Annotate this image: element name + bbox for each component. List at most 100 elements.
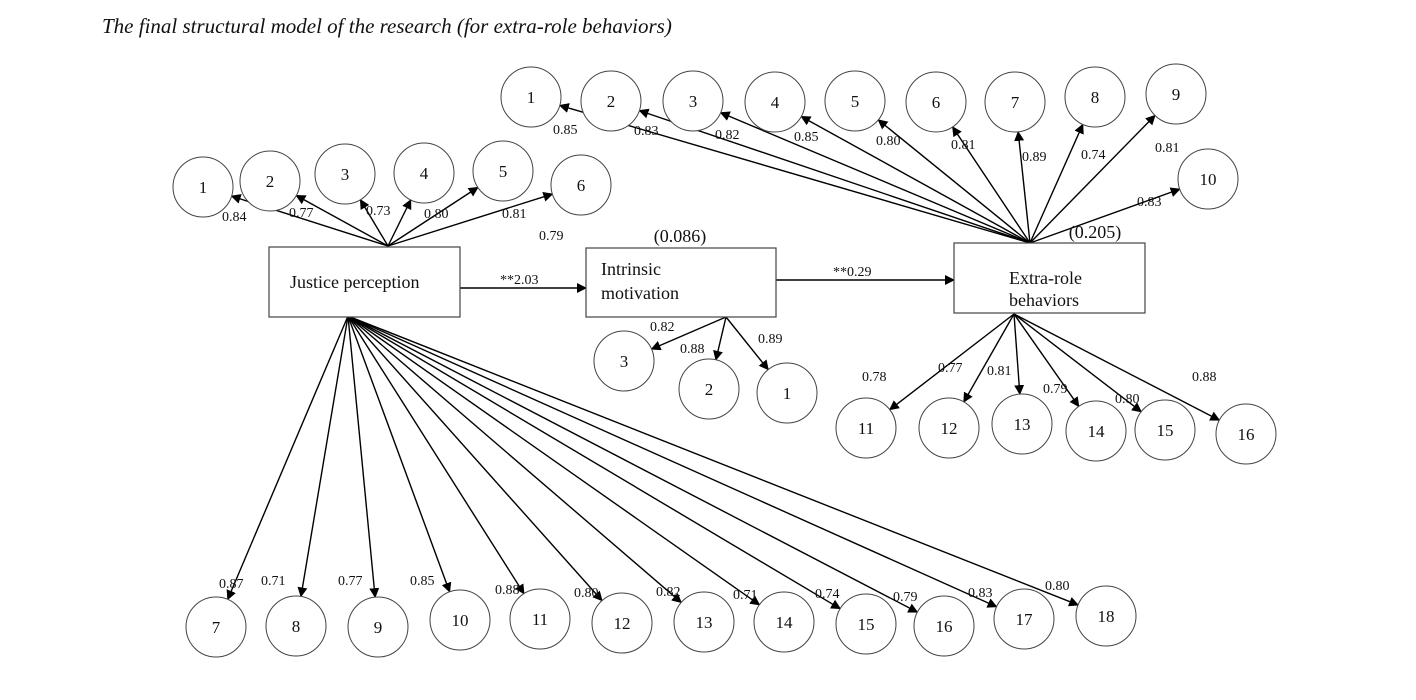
indicator-circle <box>824 70 886 132</box>
indicator-label: 3 <box>689 92 698 111</box>
loading-arrow <box>952 126 1031 244</box>
indicator-circle <box>753 591 815 653</box>
loading-value: 0.88 <box>1192 370 1217 385</box>
indicator-circle <box>913 595 975 657</box>
indicator-label: 11 <box>858 419 874 438</box>
construct-box-extra <box>953 242 1146 314</box>
indicator-label: 11 <box>532 610 548 629</box>
loading-arrow <box>1013 313 1143 413</box>
indicator-label: 16 <box>1238 425 1255 444</box>
construct-label: motivation <box>601 283 679 303</box>
indicator-circle <box>991 393 1053 455</box>
loading-value: 0.83 <box>634 124 659 139</box>
loading-arrow <box>1029 114 1156 244</box>
path-coefficient: **0.29 <box>833 265 872 280</box>
indicator-circle <box>744 71 806 133</box>
loading-arrow <box>1029 187 1181 244</box>
loading-value: 0.79 <box>539 229 564 244</box>
loading-arrow <box>347 315 1080 607</box>
indicator-label: 4 <box>420 164 429 183</box>
indicator-label: 1 <box>527 88 536 107</box>
indicator-circle <box>905 71 967 133</box>
indicator-circle <box>500 66 562 128</box>
indicator-circle <box>678 358 740 420</box>
indicator-label: 17 <box>1016 610 1034 629</box>
loading-arrow <box>963 313 1015 403</box>
r-squared-value: (0.086) <box>654 226 707 247</box>
indicator-label: 12 <box>614 614 631 633</box>
indicator-label: 3 <box>620 352 629 371</box>
loading-value: 0.81 <box>1155 141 1180 156</box>
loading-arrow <box>725 316 769 371</box>
indicator-circle <box>550 154 612 216</box>
indicator-label: 14 <box>776 613 794 632</box>
construct-label: behaviors <box>1009 290 1079 310</box>
construct-label: Justice perception <box>290 272 419 292</box>
loading-arrow <box>297 315 349 598</box>
indicator-label: 1 <box>783 384 792 403</box>
loading-value: 0.80 <box>1045 579 1070 594</box>
indicator-label: 15 <box>858 615 875 634</box>
indicator-label: 14 <box>1088 422 1106 441</box>
loading-arrow <box>359 198 389 247</box>
loading-value: 0.77 <box>338 574 363 589</box>
r-squared-value: (0.205) <box>1069 222 1122 243</box>
indicator-label: 10 <box>1200 170 1217 189</box>
paths-layer <box>226 103 1221 613</box>
loading-arrow <box>719 111 1031 244</box>
loading-arrow <box>1013 313 1221 421</box>
loading-value: 0.88 <box>495 583 520 598</box>
indicator-circle <box>1177 148 1239 210</box>
indicator-label: 2 <box>705 380 714 399</box>
indicator-circle <box>509 588 571 650</box>
loading-arrow <box>347 315 452 593</box>
loading-value: 0.73 <box>366 204 391 219</box>
indicator-label: 5 <box>499 162 508 181</box>
indicator-circle <box>756 362 818 424</box>
indicator-circle <box>835 397 897 459</box>
loading-arrow <box>347 315 761 606</box>
construct-box-intrinsic <box>585 247 777 318</box>
indicator-label: 8 <box>1091 88 1100 107</box>
indicator-circle <box>239 150 301 212</box>
indicator-label: 2 <box>607 92 616 111</box>
indicator-circle <box>472 140 534 202</box>
indicator-circle <box>984 71 1046 133</box>
indicator-circle <box>993 588 1055 650</box>
loading-arrow <box>347 315 525 595</box>
loading-arrow <box>226 315 349 601</box>
loading-value: 0.82 <box>715 128 740 143</box>
indicator-label: 5 <box>851 92 860 111</box>
loading-arrow <box>347 315 683 604</box>
indicator-circle <box>1145 63 1207 125</box>
indicator-label: 15 <box>1157 421 1174 440</box>
loading-arrow <box>347 315 380 599</box>
indicator-circle <box>835 593 897 655</box>
loading-value: 0.80 <box>424 207 449 222</box>
loading-value: 0.89 <box>758 332 783 347</box>
indicator-circle <box>918 397 980 459</box>
loading-arrow <box>558 103 1031 244</box>
loading-value: 0.83 <box>968 586 993 601</box>
loading-value: 0.77 <box>938 361 963 376</box>
loading-value: 0.80 <box>574 586 599 601</box>
construct-box-justice <box>268 246 461 318</box>
construct-label: Extra-role <box>1009 268 1082 288</box>
indicator-circle <box>1065 400 1127 462</box>
loading-value: 0.85 <box>794 130 819 145</box>
indicator-label: 6 <box>932 93 941 112</box>
indicator-circle <box>580 70 642 132</box>
loading-value: 0.78 <box>862 370 887 385</box>
loading-value: 0.81 <box>502 207 527 222</box>
loading-arrow <box>1013 313 1025 396</box>
construct-label: Intrinsic <box>601 259 661 279</box>
loading-value: 0.80 <box>1115 392 1140 407</box>
indicator-label: 7 <box>212 618 221 637</box>
loading-arrow <box>387 186 479 247</box>
indicator-label: 12 <box>941 419 958 438</box>
loading-value: 0.87 <box>219 577 244 592</box>
indicator-circle <box>662 70 724 132</box>
indicator-circle <box>172 156 234 218</box>
loading-value: 0.74 <box>1081 148 1106 163</box>
